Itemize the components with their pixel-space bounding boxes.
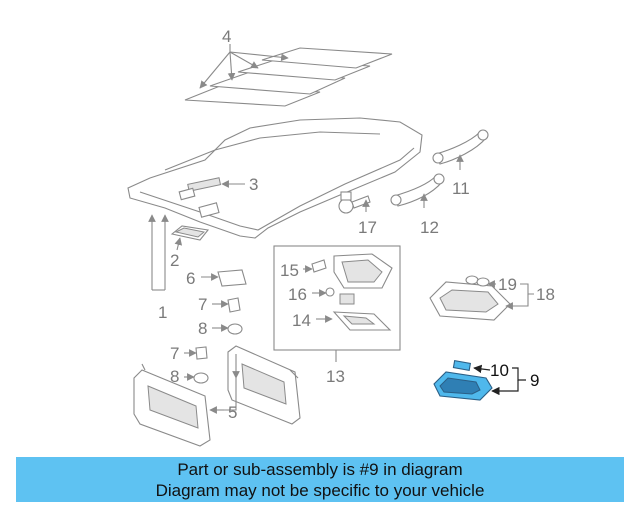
callout-12: 12: [420, 218, 439, 237]
sun-visors-part-5: 5: [133, 345, 301, 447]
callout-14: 14: [292, 311, 311, 330]
coat-hook-part-17: 17: [338, 191, 377, 237]
callout-17: 17: [358, 218, 377, 237]
callout-5: 5: [228, 403, 237, 422]
callout-6: 6: [186, 269, 195, 288]
callout-9: 9: [530, 371, 539, 390]
parts-diagram: 4 3 1 2 6 7 8 7 8: [127, 27, 555, 447]
info-banner: Part or sub-assembly is #9 in diagram Di…: [16, 457, 624, 502]
clips-parts-6-7-8: 6 7 8 7 8: [170, 269, 247, 386]
highlighted-lamp-part-9[interactable]: 10 9: [433, 360, 539, 401]
callout-11: 11: [452, 179, 470, 198]
lamp-part-2: 2: [170, 225, 210, 270]
callout-1: 1: [158, 303, 167, 322]
callout-2: 2: [170, 251, 179, 270]
callout-8a: 8: [198, 319, 207, 338]
dome-lamp-assembly-part-13: 13 15 16 14: [273, 245, 401, 386]
insulation-pads-part-4: 4: [184, 27, 393, 107]
callout-8b: 8: [170, 367, 179, 386]
banner-line-1: Part or sub-assembly is #9 in diagram: [177, 459, 463, 479]
assist-grips-parts-11-12: 11 12: [390, 129, 489, 237]
callout-3: 3: [249, 175, 258, 194]
callout-7b: 7: [170, 344, 179, 363]
map-lamp-parts-18-19: 19 18: [429, 275, 555, 321]
callout-4: 4: [222, 27, 231, 46]
callout-7a: 7: [198, 295, 207, 314]
callout-16: 16: [288, 285, 307, 304]
banner-line-2: Diagram may not be specific to your vehi…: [155, 480, 485, 500]
callout-18: 18: [536, 285, 555, 304]
callout-13: 13: [326, 367, 345, 386]
callout-10: 10: [490, 361, 509, 380]
callout-15: 15: [280, 261, 299, 280]
headliner-part-1: 3 1: [127, 117, 423, 322]
callout-19: 19: [498, 275, 517, 294]
